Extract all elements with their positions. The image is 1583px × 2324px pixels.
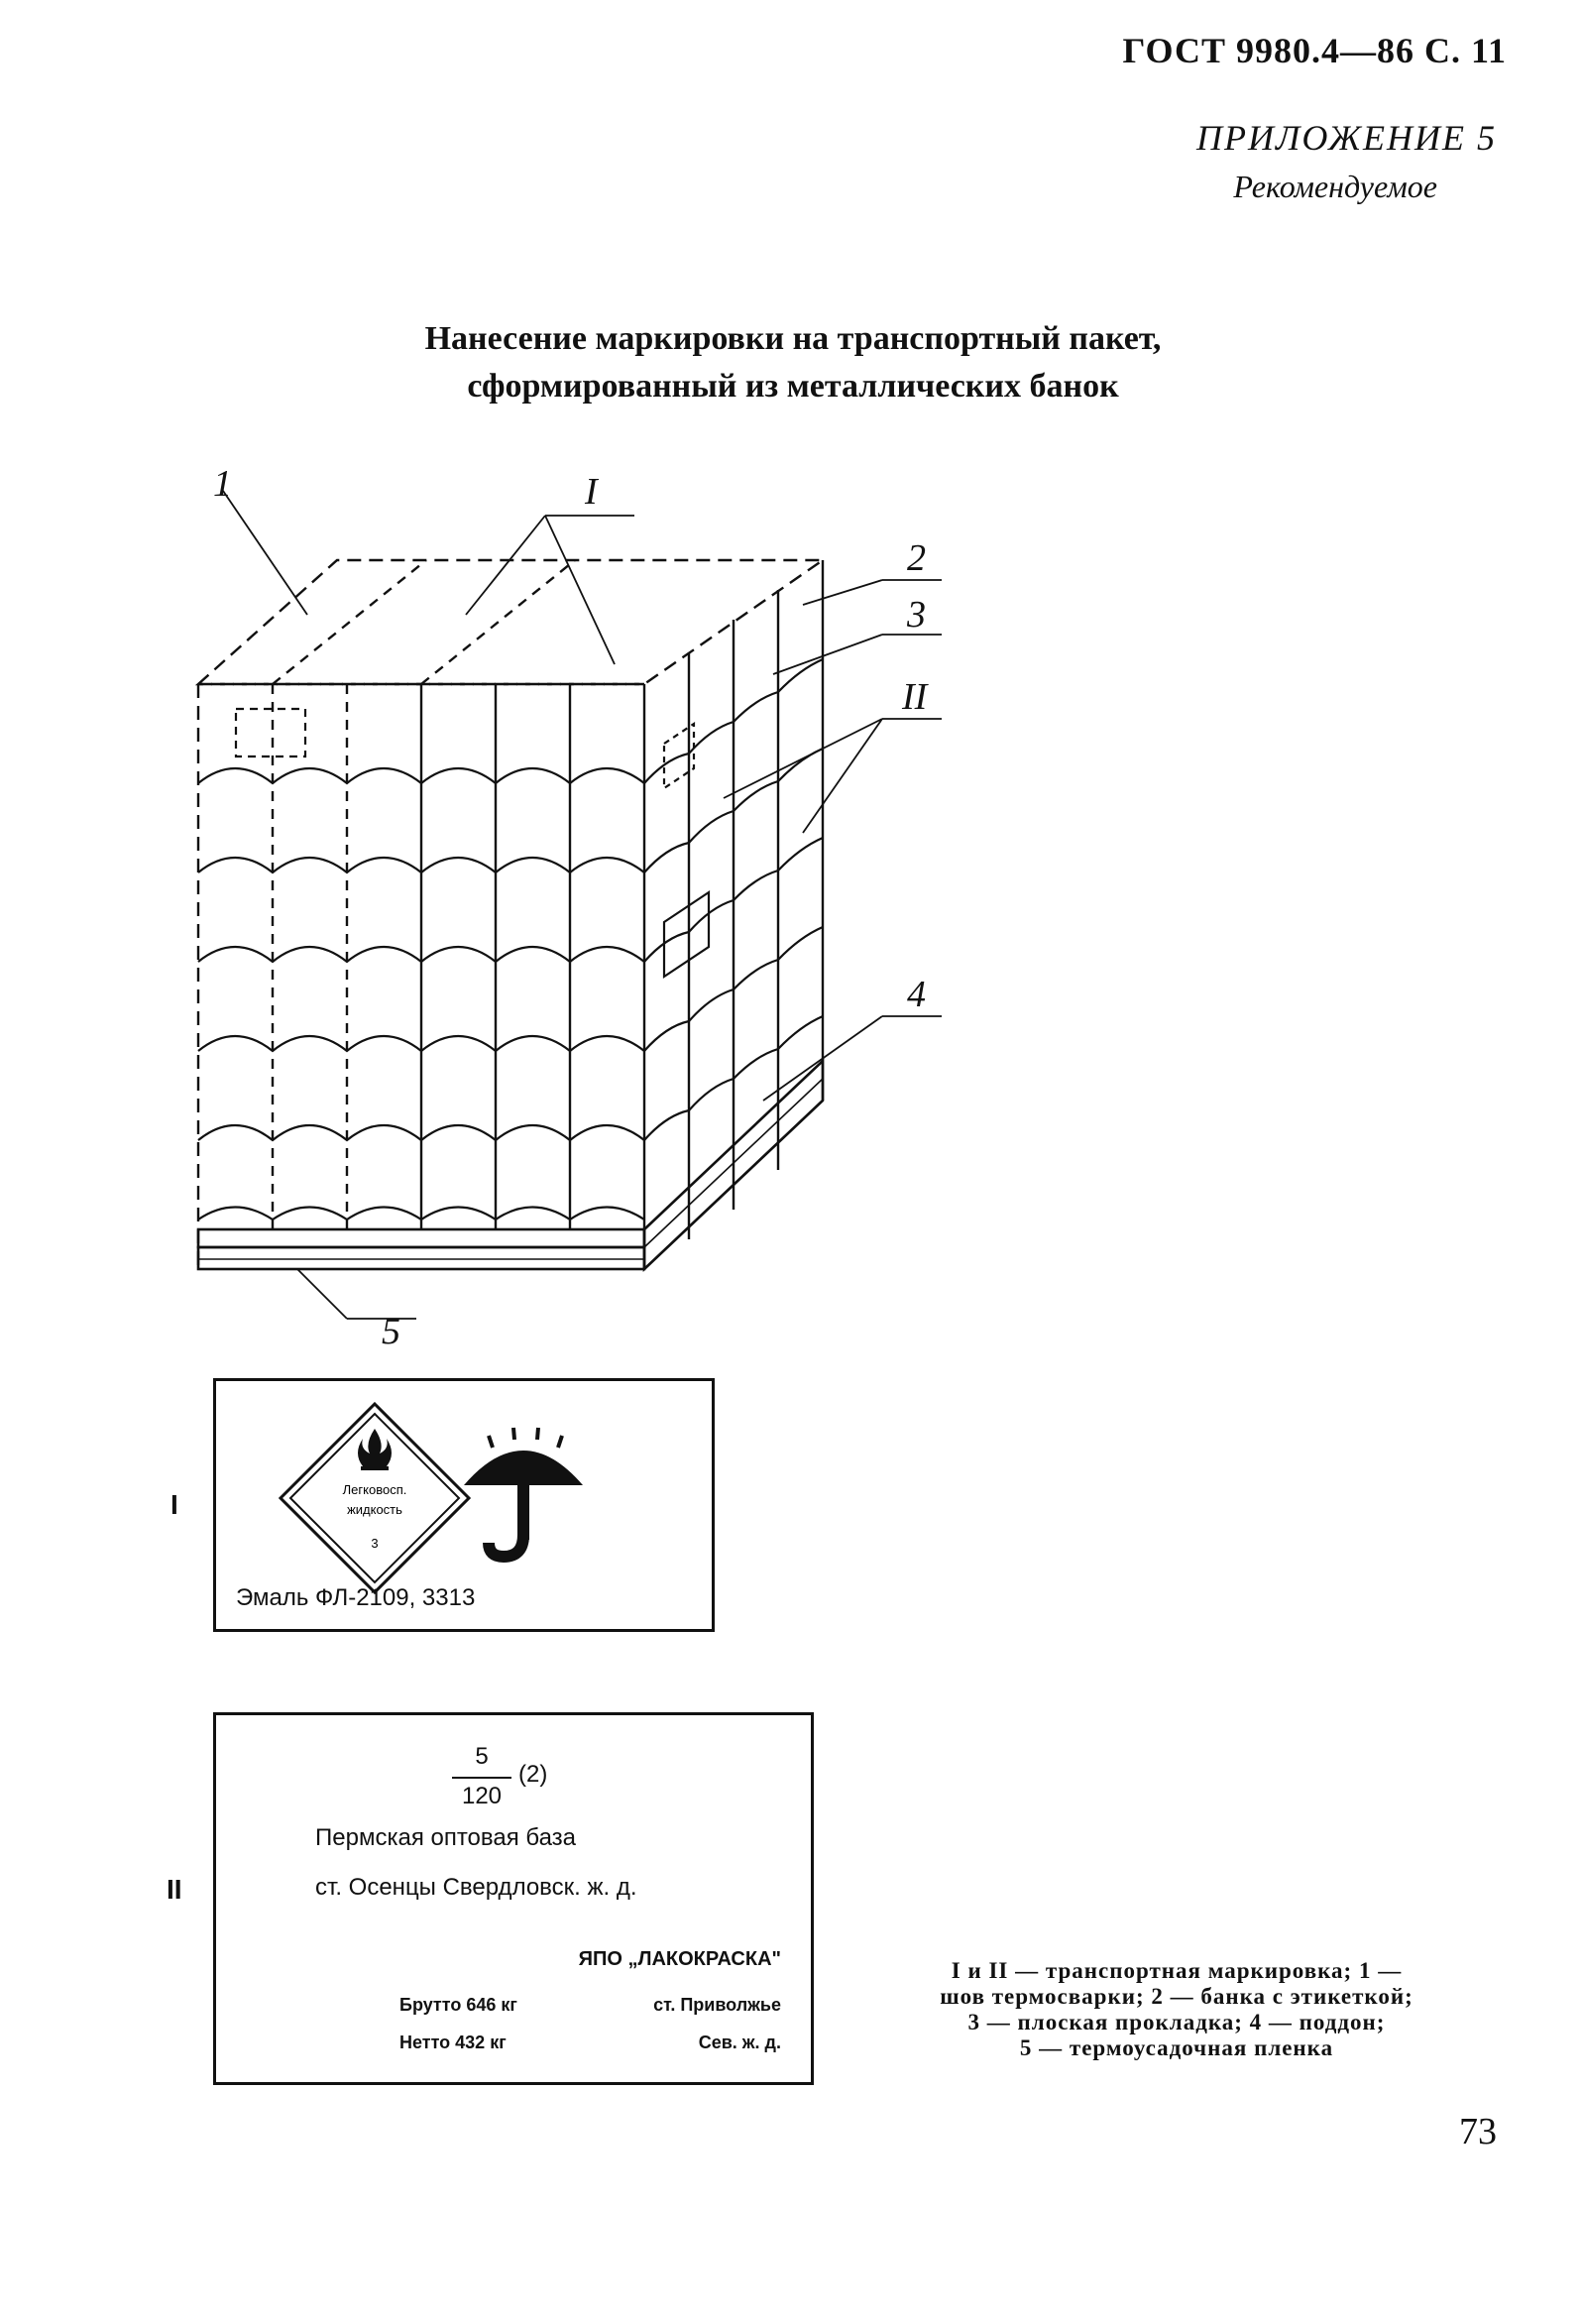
figure-title: Нанесение маркировки на транспортный пак… — [297, 315, 1289, 410]
appendix-title: ПРИЛОЖЕНИЕ 5 — [1196, 118, 1497, 158]
fraction-numerator: 5 — [475, 1743, 489, 1770]
pallet — [196, 1057, 825, 1273]
gross-weight: Брутто 646 кг — [399, 1995, 517, 2015]
consignee-line1: Пермская оптовая база — [315, 1824, 577, 1851]
callout-i: I — [584, 471, 600, 513]
legend-line3: 3 — плоская прокладка; 4 — поддон; — [967, 2010, 1386, 2034]
consignee-line2: ст. Осенцы Свердловск. ж. д. — [315, 1874, 637, 1901]
callout-ii: II — [901, 676, 930, 718]
fraction-denominator: 120 — [461, 1783, 503, 1809]
marking-ii-roman: II — [167, 1874, 182, 1905]
departure-railway: Сев. ж. д. — [698, 2033, 781, 2052]
document-code: ГОСТ 9980.4—86 С. 11 — [1122, 31, 1507, 70]
callout-2: 2 — [907, 537, 926, 579]
product-name: Эмаль ФЛ-2109, 3313 — [236, 1584, 476, 1611]
marking-i-roman: I — [170, 1489, 178, 1520]
hazard-text-line2: жидкость — [347, 1502, 402, 1517]
legend-line1: I и II — транспортная маркировка; 1 — — [951, 1958, 1403, 1983]
figure-legend: I и II — транспортная маркировка; 1 — шо… — [854, 1958, 1499, 2061]
sender-name: ЯПО „ЛАКОКРАСКА" — [578, 1948, 781, 1970]
fraction-bar — [452, 1777, 511, 1779]
keep-dry-umbrella-icon — [464, 1427, 583, 1564]
transport-package-drawing: 1 I 2 3 II 4 5 — [194, 463, 942, 1348]
package-marking-ii — [662, 889, 711, 980]
marking-i-label: Легковосп. жидкость 3 Эмаль ФЛ-2109, 331… — [213, 1378, 715, 1632]
package-top-face — [194, 558, 827, 686]
net-weight: Нетто 432 кг — [399, 2033, 507, 2052]
callout-4: 4 — [907, 974, 926, 1015]
hazard-class: 3 — [371, 1536, 378, 1551]
hazard-text-line1: Легковосп. — [343, 1482, 407, 1497]
figure-title-line1: Нанесение маркировки на транспортный пак… — [424, 320, 1162, 357]
legend-line2: шов термосварки; 2 — банка с этикеткой; — [940, 1984, 1413, 2009]
fraction-suffix: (2) — [518, 1761, 548, 1788]
callout-1: 1 — [213, 463, 232, 505]
flammable-liquid-hazard-icon: Легковосп. жидкость 3 — [278, 1401, 472, 1595]
can-rows — [197, 657, 824, 1221]
callout-5: 5 — [382, 1311, 400, 1348]
figure-title-line2: сформированный из металлических банок — [467, 368, 1119, 405]
departure-station: ст. Приволжье — [653, 1995, 781, 2015]
page-number: 73 — [1459, 2111, 1497, 2152]
marking-ii-label: 5 120 (2) Пермская оптовая база ст. Осен… — [213, 1712, 814, 2085]
package-marking-i — [234, 707, 307, 758]
callout-3: 3 — [906, 594, 926, 636]
appendix-status: Рекомендуемое — [1233, 169, 1437, 204]
legend-line4: 5 — термоусадочная пленка — [1019, 2035, 1334, 2060]
